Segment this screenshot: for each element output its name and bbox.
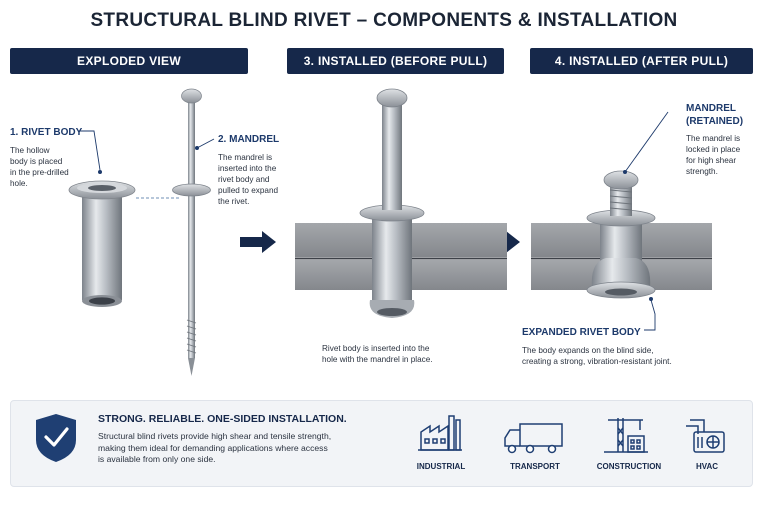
- page-title: STRUCTURAL BLIND RIVET – COMPONENTS & IN…: [90, 10, 678, 31]
- header-installed-after-pull: 4. INSTALLED (AFTER PULL): [530, 48, 753, 74]
- footer-heading: STRONG. RELIABLE. ONE-SIDED INSTALLATION…: [98, 413, 347, 425]
- industry-label-construction: CONSTRUCTION: [596, 462, 662, 471]
- after-pull-drawing: [531, 170, 712, 299]
- footer-text: Structural blind rivets provide high she…: [98, 431, 332, 464]
- expanded-rivet-body-label: EXPANDED RIVET BODY: [522, 327, 641, 338]
- mandrel-label: 2. MANDREL: [218, 134, 280, 145]
- expanded-rivet-body-description: The body expands on the blind side,creat…: [522, 346, 672, 366]
- header-installed-before-pull: 3. INSTALLED (BEFORE PULL): [287, 48, 504, 74]
- before-pull-drawing: [295, 88, 507, 318]
- industry-label-industrial: INDUSTRIAL: [416, 462, 466, 471]
- rivet-body-label: 1. RIVET BODY: [10, 127, 83, 138]
- arrow-right-icon: [240, 231, 276, 253]
- header-exploded-view: EXPLODED VIEW: [10, 48, 248, 74]
- mandrel-drawing: [172, 88, 211, 376]
- industry-label-transport: TRANSPORT: [510, 462, 560, 471]
- industry-label-hvac: HVAC: [695, 462, 719, 471]
- mandrel-retained-label: MANDREL(RETAINED): [686, 103, 744, 127]
- rivet-body-drawing: [68, 180, 136, 307]
